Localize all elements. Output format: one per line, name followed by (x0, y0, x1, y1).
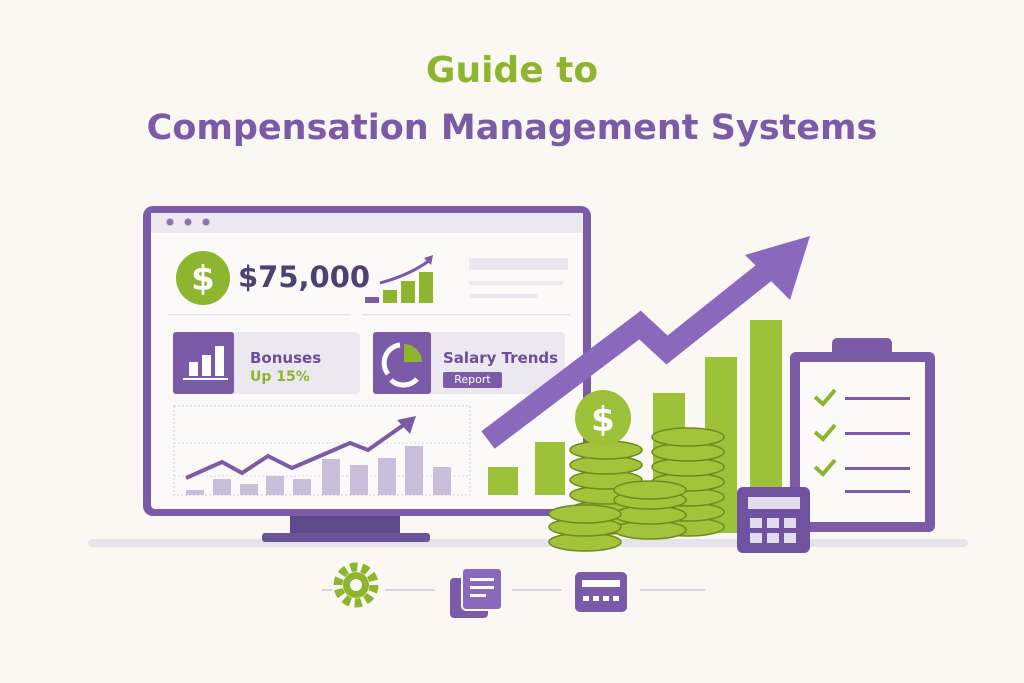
bonuses-title: Bonuses (250, 349, 322, 367)
salary-trends-title: Salary Trends (443, 349, 559, 367)
svg-text:$: $ (191, 259, 215, 299)
window-dot (184, 218, 192, 226)
bar-chart-icon (183, 346, 228, 380)
mini-bar-chart-icon (365, 255, 433, 303)
gear-icon (333, 562, 379, 608)
card-icon (575, 572, 627, 612)
calculator-icon (737, 487, 810, 553)
dollar-icon (176, 251, 230, 305)
report-badge[interactable]: Report (443, 372, 502, 388)
title-line-1: Guide to (425, 50, 599, 91)
bonuses-subtitle: Up 15% (250, 369, 310, 385)
svg-text:$: $ (591, 400, 615, 440)
title-line-2: Compensation Management Systems (146, 108, 878, 148)
window-dot (202, 218, 210, 226)
trend-chart (173, 405, 471, 496)
ground-line (88, 539, 968, 547)
coin-stacks-icon (548, 427, 725, 552)
window-dot (166, 218, 174, 226)
dollar-coin-icon (575, 390, 631, 446)
monitor: $ (143, 206, 591, 542)
salary-amount: $75,000 (238, 260, 371, 294)
clipboard-checklist-icon (790, 338, 935, 532)
documents-icon (450, 567, 503, 618)
pie-chart-icon (381, 342, 422, 388)
growth-arrow-icon (481, 236, 810, 449)
